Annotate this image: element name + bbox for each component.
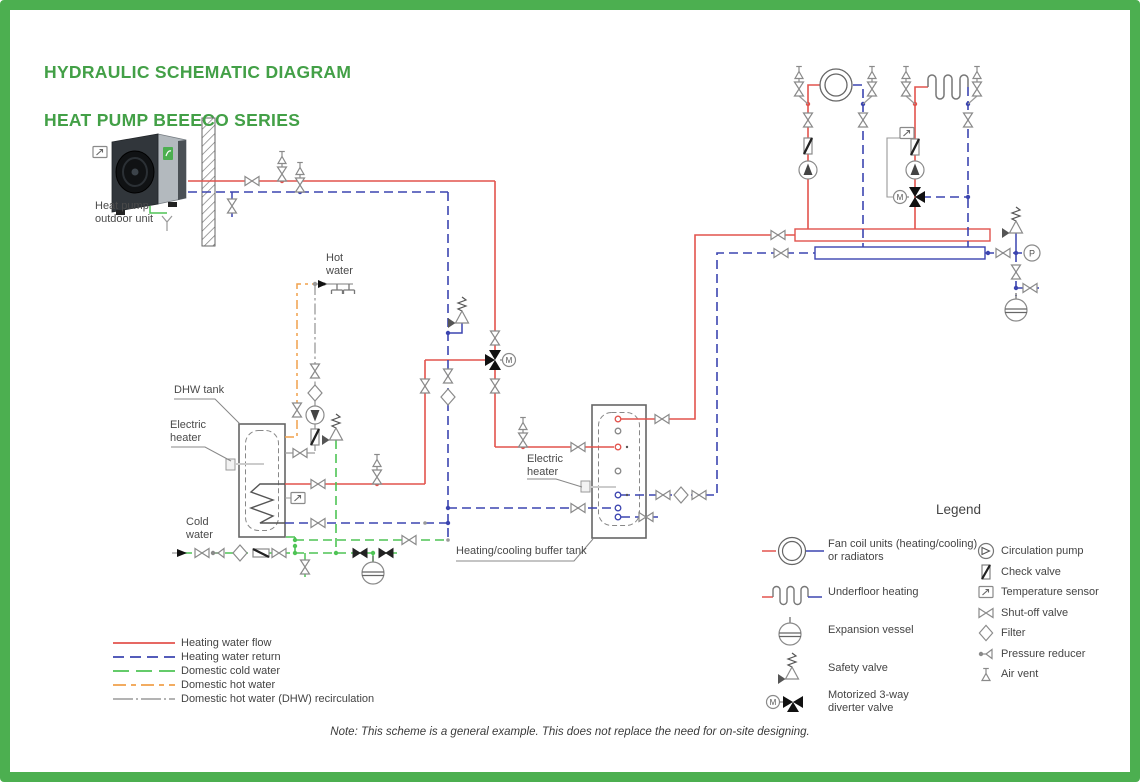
safety-valves	[321, 206, 1024, 446]
label-electric-heater-buffer: Electric heater	[527, 453, 564, 478]
heating-return-line-sample	[113, 655, 175, 658]
shut-off-valve-icon	[978, 607, 994, 619]
title-line-1: HYDRAULIC SCHEMATIC DIAGRAM	[44, 62, 352, 82]
wall	[201, 117, 216, 247]
safety-valve-icon	[777, 652, 800, 685]
temperature-sensor-icon	[978, 585, 994, 599]
underfloor-heating-coil	[927, 74, 969, 100]
return-manifold	[814, 246, 986, 260]
dhw-recirculation-pipes	[285, 283, 353, 454]
electric-heater-element	[580, 480, 591, 493]
check-valves	[251, 136, 921, 559]
pressure-reducers	[210, 547, 225, 559]
flow-arrow-icon	[177, 549, 187, 557]
motorized-3way-icon: M	[765, 694, 803, 712]
filter-icon	[978, 624, 994, 642]
line-legend-heating-return: Heating water return	[113, 650, 281, 663]
circulation-pumps	[305, 160, 925, 425]
buffer-tank	[580, 404, 647, 539]
pressure-gauge: P	[1023, 244, 1041, 262]
leader-lines	[171, 398, 594, 562]
underfloor-heating-icon	[762, 585, 822, 606]
cold-water-line-sample	[113, 669, 175, 672]
air-vents	[278, 67, 982, 485]
legend-item-filter: Filter	[975, 623, 1025, 643]
tap-icon	[342, 283, 356, 295]
legend-item-circulation-pump: Circulation pump	[975, 541, 1084, 561]
heating-flow-pipes	[188, 84, 991, 485]
motorized-3way-diverter-valve: M	[485, 350, 517, 370]
footer-note: Note: This scheme is a general example. …	[330, 726, 810, 738]
legend-item-air-vent: Air vent	[975, 664, 1038, 684]
air-vent-icon	[981, 667, 991, 682]
hot-water-outlet	[318, 280, 356, 295]
legend-item-expansion-vessel: Expansion vessel	[760, 610, 914, 650]
legend-item-shut-off-valve: Shut-off valve	[975, 603, 1068, 623]
line-legend-dhw-recirculation: Domestic hot water (DHW) recirculation	[113, 692, 374, 705]
supply-manifold	[794, 228, 991, 242]
legend-item-motorized-3way: M Motorized 3-way diverter valve	[760, 686, 909, 718]
fan-coil-unit	[819, 68, 853, 102]
svg-text:M: M	[897, 193, 904, 202]
coil-heat-exchanger	[248, 483, 285, 524]
legend-item-fan-coil: Fan coil units (heating/cooling) or radi…	[760, 533, 977, 569]
label-cold-water: Cold water	[186, 516, 213, 541]
temperature-sensor-icon	[290, 491, 306, 505]
temperature-sensor-icon	[899, 126, 915, 140]
dhw-recirculation-line-sample	[113, 697, 175, 700]
heating-flow-line-sample	[113, 641, 175, 644]
check-valve-icon	[981, 564, 991, 580]
label-electric-heater-dhw: Electric heater	[170, 419, 207, 444]
line-legend-heating-flow: Heating water flow	[113, 636, 272, 649]
svg-text:M: M	[506, 356, 513, 365]
dhw-tank	[225, 423, 306, 538]
label-heat-pump: Heat pump outdoor unit	[95, 200, 154, 225]
drain-icon	[161, 215, 173, 231]
legend-item-pressure-reducer: Pressure reducer	[975, 644, 1085, 664]
buffer-tank-ports	[614, 415, 629, 521]
label-buffer-tank: Heating/cooling buffer tank	[456, 545, 587, 557]
pressure-reducer-icon	[978, 648, 993, 660]
svg-text:P: P	[1029, 249, 1035, 259]
circulation-pump-icon	[977, 542, 995, 560]
line-legend-cold-water: Domestic cold water	[113, 664, 280, 677]
expansion-vessel-icon	[778, 616, 802, 646]
svg-text:M: M	[770, 698, 777, 707]
title-line-2: HEAT PUMP BEEECO SERIES	[44, 110, 301, 130]
domestic-hot-water-pipes	[285, 283, 315, 438]
label-dhw-tank: DHW tank	[174, 384, 225, 396]
legend-item-underfloor: Underfloor heating	[760, 578, 919, 606]
legend-heading: Legend	[936, 502, 982, 517]
line-legend-hot-water: Domestic hot water	[113, 678, 275, 691]
hot-water-line-sample	[113, 683, 175, 686]
fan-coil-icon	[762, 536, 824, 566]
cold-water-inlet	[172, 549, 187, 557]
tap-icon	[330, 283, 344, 295]
page-title: HYDRAULIC SCHEMATIC DIAGRAM HEAT PUMP BE…	[44, 36, 351, 156]
flow-arrow-icon	[318, 280, 327, 288]
legend-item-temperature-sensor: Temperature sensor	[975, 582, 1099, 602]
motorized-3way-mixing-valve: M	[886, 126, 925, 207]
heat-pump-unit	[92, 133, 187, 231]
legend-item-safety-valve: Safety valve	[760, 648, 888, 688]
label-hot-water: Hot water	[326, 252, 353, 277]
legend-item-check-valve: Check valve	[975, 562, 1061, 582]
